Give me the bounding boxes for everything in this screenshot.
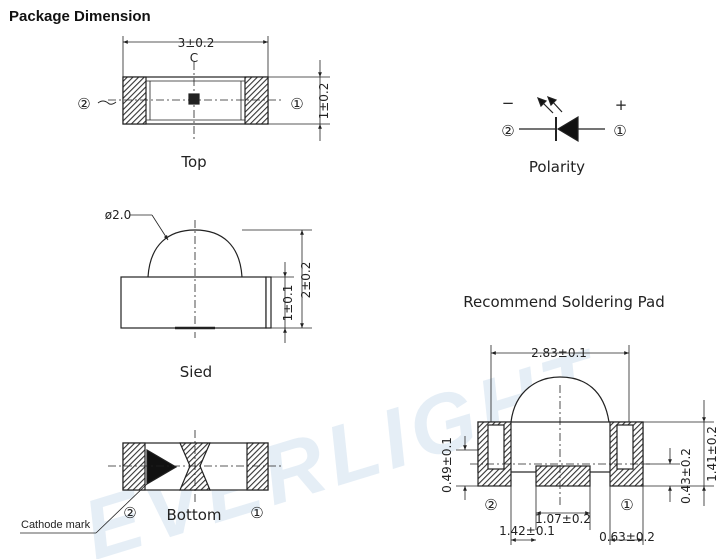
side-lens-dim: ø2.0 [105, 208, 131, 222]
bottom-pin1: ① [250, 504, 263, 522]
pad-141-dim: 1.41±0.2 [705, 426, 719, 482]
top-width-dim: 3±0.2 [178, 36, 215, 50]
bottom-caption: Bottom [166, 506, 221, 524]
side-body-height-dim: 1±0.1 [281, 285, 295, 322]
pad-142-dim: 1.42±0.1 [499, 524, 555, 538]
polarity-plus: + [615, 96, 628, 114]
polarity-caption: Polarity [529, 158, 585, 176]
top-view [97, 36, 330, 141]
pad-width-dim: 2.83±0.1 [531, 346, 587, 360]
pad-pin1: ① [620, 496, 633, 514]
bottom-pin2: ② [123, 504, 136, 522]
page-title: Package Dimension [9, 8, 151, 25]
polarity-symbol [519, 95, 605, 143]
side-total-height-dim: 2±0.2 [299, 262, 313, 299]
polarity-minus: − [502, 94, 515, 112]
top-pin1: ① [290, 95, 303, 113]
side-caption: Sied [180, 363, 212, 381]
solder-pad-caption: Recommend Soldering Pad [463, 293, 664, 311]
pad-043-dim: 0.43±0.2 [679, 448, 693, 504]
polarity-pin1: ① [613, 122, 626, 140]
pad-pin2: ② [484, 496, 497, 514]
pad-107-dim: 1.07±0.2 [535, 512, 591, 526]
pad-063-dim: 0.63±0.2 [599, 530, 655, 544]
polarity-pin2: ② [501, 122, 514, 140]
solder-pad-drawing [456, 345, 714, 545]
top-center-mark: C [190, 51, 198, 65]
bottom-view [20, 430, 282, 534]
side-view [120, 214, 312, 343]
cathode-mark-label: Cathode mark [21, 519, 91, 531]
top-pin2: ② [77, 95, 90, 113]
top-height-dim: 1±0.2 [317, 83, 331, 120]
top-caption: Top [180, 153, 206, 171]
pad-049-dim: 0.49±0.1 [440, 437, 454, 493]
